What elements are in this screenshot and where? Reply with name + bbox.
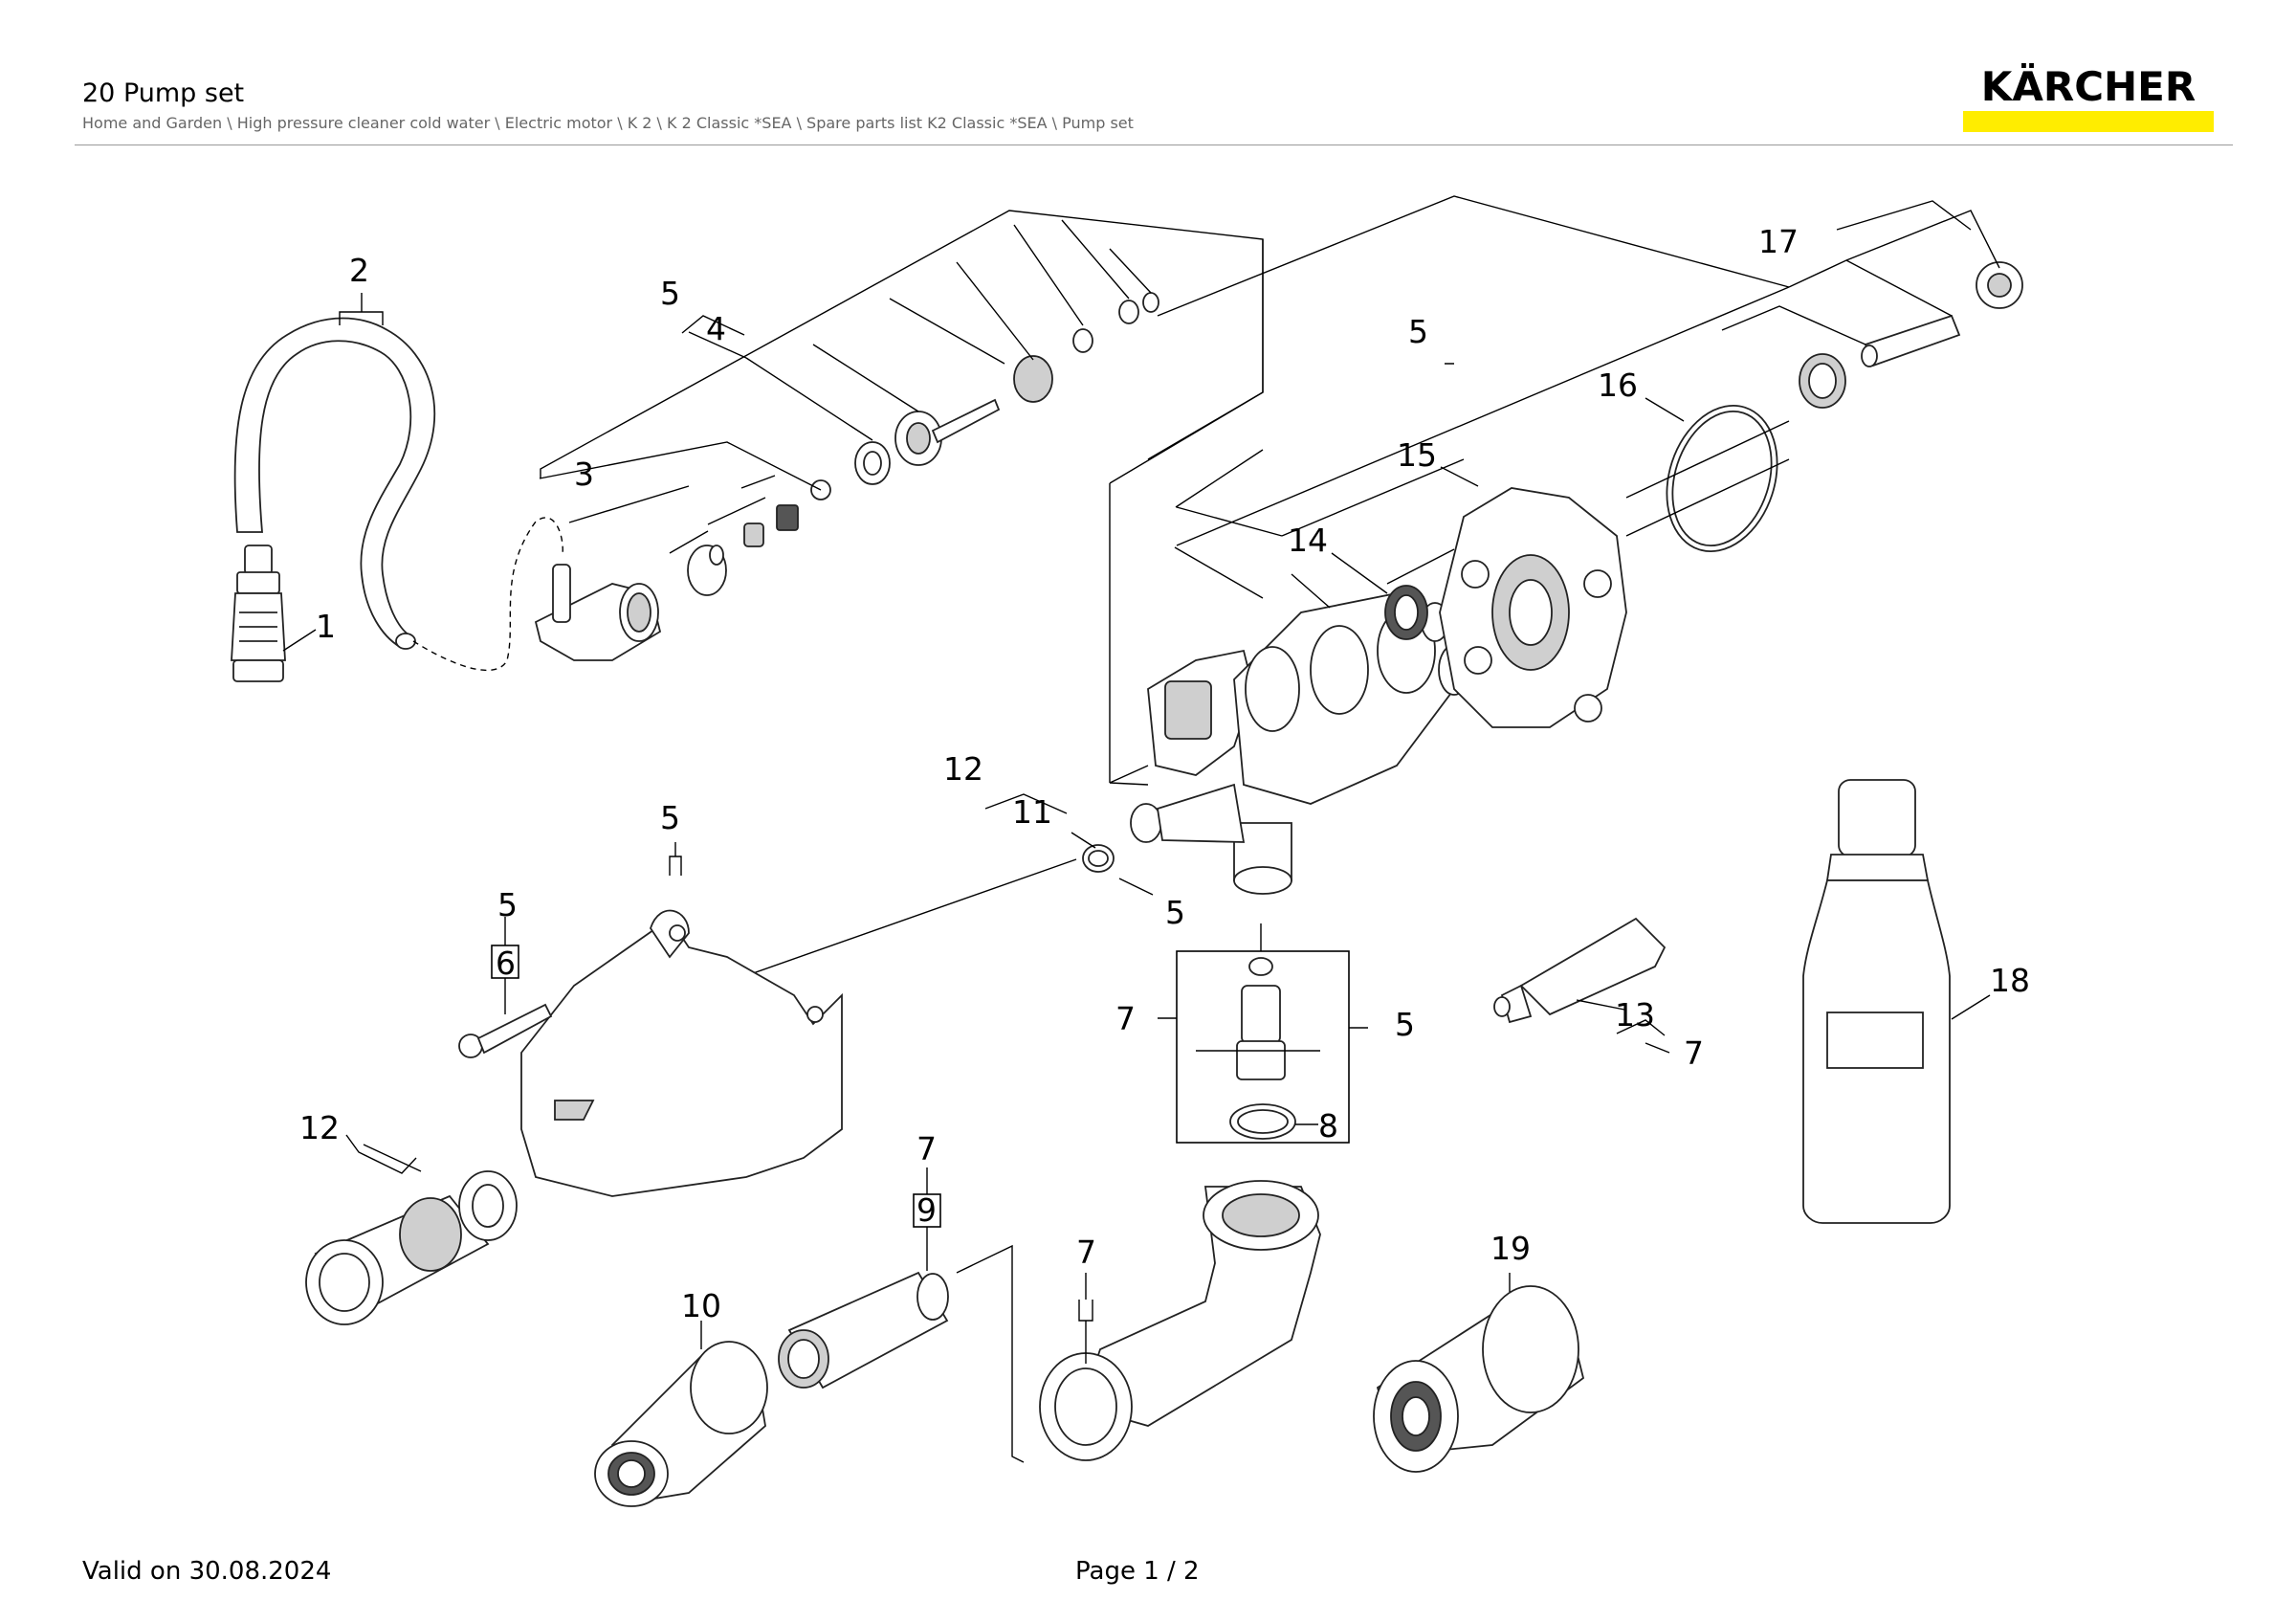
callout-1: 1 bbox=[316, 608, 336, 645]
part-13-grease-tube bbox=[1493, 917, 1667, 1024]
part-5-pump-housing bbox=[1130, 592, 1470, 895]
callout-17: 17 bbox=[1758, 223, 1799, 260]
part-14-seal-ring bbox=[1384, 585, 1428, 640]
part-19-quick-coupling bbox=[1373, 1285, 1585, 1473]
callout-19: 19 bbox=[1490, 1230, 1531, 1267]
callout-13: 13 bbox=[1615, 996, 1655, 1034]
callout-11: 11 bbox=[1012, 793, 1052, 831]
logo-wordmark: KÄRCHER bbox=[1980, 63, 2197, 110]
part-15-pump-cover bbox=[1439, 487, 1627, 728]
part-6-screw bbox=[458, 1003, 553, 1058]
callout-2: 2 bbox=[349, 252, 369, 289]
callout-5-pump: 5 bbox=[1408, 313, 1428, 350]
part-7-elbow-connector bbox=[1039, 1180, 1321, 1461]
callout-5-bracket: 5 bbox=[660, 799, 680, 836]
part-4-valve-kit bbox=[854, 292, 1159, 485]
part-16-o-ring bbox=[1666, 404, 1778, 553]
callout-14: 14 bbox=[1288, 522, 1328, 559]
part-11-o-ring bbox=[1082, 844, 1115, 873]
part-7-filter-insert bbox=[1196, 957, 1320, 1080]
callout-5-valve-kit: 5 bbox=[660, 275, 680, 312]
part-5-bracket bbox=[520, 909, 843, 1197]
callout-6: 6 bbox=[496, 945, 516, 982]
logo-yellow-bar bbox=[1963, 111, 2214, 132]
callout-7-filter: 7 bbox=[1115, 1000, 1136, 1037]
part-3-valve-housing bbox=[534, 479, 831, 661]
callout-4: 4 bbox=[706, 310, 726, 347]
callout-5-oring: 5 bbox=[1165, 894, 1185, 931]
callout-5-screw: 5 bbox=[497, 886, 518, 923]
callout-18: 18 bbox=[1990, 962, 2030, 999]
callout-8: 8 bbox=[1318, 1107, 1338, 1145]
part-17-piston-kit bbox=[1799, 261, 2023, 409]
callout-5-filter: 5 bbox=[1395, 1006, 1415, 1043]
part-1-suction-filter bbox=[231, 545, 317, 682]
callout-7-tube: 7 bbox=[1684, 1034, 1704, 1072]
part-9-strainer bbox=[778, 1271, 949, 1390]
footer-page-number: Page 1 / 2 bbox=[1075, 1557, 1200, 1586]
part-18-bottle bbox=[1802, 779, 1951, 1224]
callout-10: 10 bbox=[681, 1287, 721, 1324]
callout-15: 15 bbox=[1397, 436, 1437, 474]
callout-3: 3 bbox=[574, 456, 594, 493]
part-12-coupling bbox=[305, 1170, 518, 1325]
part-8-o-ring bbox=[1229, 1103, 1296, 1140]
callout-16: 16 bbox=[1598, 367, 1638, 404]
callout-12-group: 12 bbox=[943, 750, 983, 788]
callout-12: 12 bbox=[299, 1109, 340, 1146]
part-10-garden-hose-connector bbox=[594, 1341, 768, 1507]
callout-7-sieve: 7 bbox=[916, 1130, 937, 1167]
breadcrumb: Home and Garden \ High pressure cleaner … bbox=[82, 114, 1134, 132]
callout-9: 9 bbox=[916, 1191, 937, 1229]
page-title: 20 Pump set bbox=[82, 78, 245, 108]
karcher-logo: KÄRCHER bbox=[1963, 65, 2214, 132]
footer-valid-date: Valid on 30.08.2024 bbox=[82, 1557, 332, 1586]
callout-7-elbow: 7 bbox=[1076, 1234, 1096, 1271]
part-2-suction-hose bbox=[233, 317, 563, 672]
